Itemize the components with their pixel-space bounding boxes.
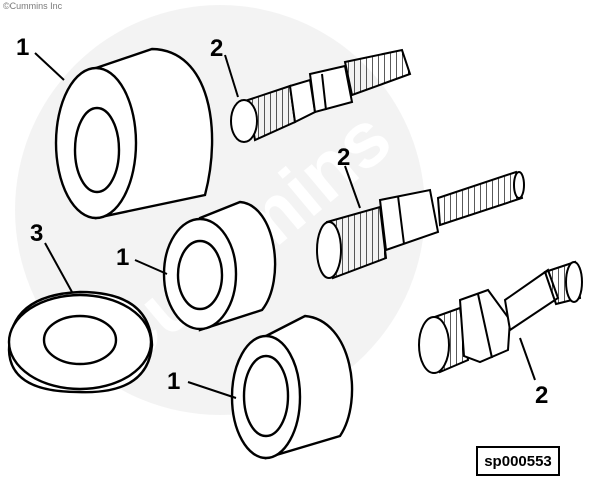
- leader-lower-adapter: [187, 381, 237, 399]
- copyright-notice: ©Cummins Inc: [3, 1, 63, 11]
- leader-middle-adapter: [134, 259, 168, 275]
- callout-middle-adapter: 1: [116, 244, 130, 271]
- leader-washer: [44, 242, 73, 293]
- callout-lower-fitting: 2: [535, 382, 549, 409]
- figure-id-label: sp000553: [476, 446, 560, 476]
- leader-upper-stud: [224, 54, 239, 98]
- middle-stud-part: [316, 170, 525, 280]
- callout-upper-stud: 2: [210, 35, 224, 62]
- middle-adapter-part: [162, 200, 277, 332]
- upper-stud-part: [230, 48, 412, 143]
- lower-adapter-part: [230, 314, 354, 460]
- callout-middle-stud: 2: [337, 144, 351, 171]
- washer-part: [7, 290, 154, 394]
- callout-washer: 3: [30, 220, 44, 247]
- leader-middle-stud: [344, 165, 361, 209]
- leader-large-adapter: [34, 52, 65, 81]
- leader-lower-fitting: [519, 337, 536, 381]
- lower-fitting-part: [418, 260, 583, 374]
- callout-large-adapter: 1: [16, 34, 30, 61]
- large-adapter-part: [54, 47, 214, 220]
- callout-leaders: [34, 52, 536, 399]
- callout-lower-adapter: 1: [167, 368, 181, 395]
